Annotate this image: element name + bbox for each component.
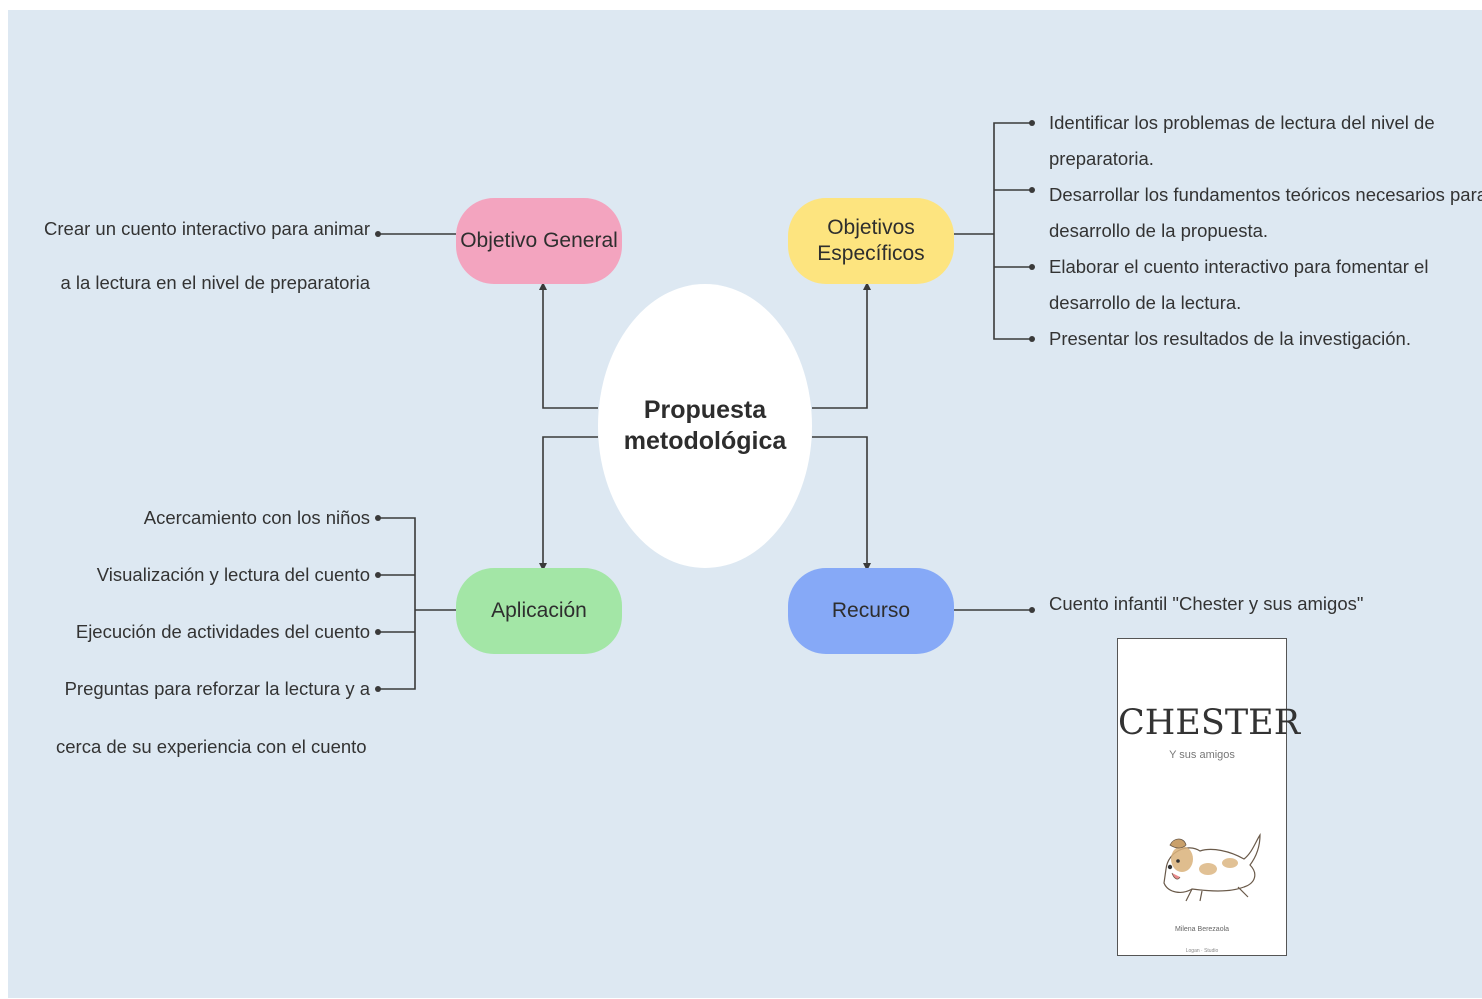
objetivo-general-text-line1: Crear un cuento interactivo para animar — [44, 218, 370, 239]
objetivo-especifico-1-line2: preparatoria. — [1049, 148, 1154, 169]
connector-center-objetivos-especificos — [812, 290, 868, 409]
objetivos-especificos-label-line1: Objetivos — [827, 215, 915, 239]
objetivo-especifico-2-line1: Desarrollar los fundamentos teóricos nec… — [1049, 184, 1482, 205]
mindmap-canvas: Propuesta metodológica Objetivo General … — [8, 10, 1482, 998]
book-cover-subtitle: Y sus amigos — [1169, 749, 1235, 761]
connector-lines — [375, 120, 1035, 692]
objetivos-especificos-label-line2: Específicos — [817, 242, 925, 265]
recurso-label: Recurso — [831, 598, 911, 622]
objetivo-especifico-3-line2: desarrollo de la lectura. — [1049, 292, 1242, 313]
center-node[interactable]: Propuesta metodológica — [598, 284, 812, 568]
aplicacion-node[interactable]: Aplicación — [456, 568, 622, 654]
dog-illustration — [1163, 833, 1261, 902]
book-cover-author: Milena Berezaola — [1174, 926, 1230, 933]
aplicacion-label: Aplicación — [491, 598, 587, 622]
center-label-line2: metodológica — [623, 427, 787, 455]
objetivo-especifico-3-line1: Elaborar el cuento interactivo para fome… — [1049, 256, 1429, 277]
center-label-line1: Propuesta — [643, 395, 767, 424]
aplicacion-item-4: Preguntas para reforzar la lectura y a — [64, 678, 370, 699]
objetivo-general-text-line2: a la lectura en el nivel de preparatoria — [60, 272, 370, 293]
recurso-node[interactable]: Recurso — [788, 568, 954, 654]
objetivo-general-node[interactable]: Objetivo General — [456, 198, 622, 284]
aplicacion-item-4-continuation: cerca de su experiencia con el cuento — [56, 736, 367, 757]
recurso-text: Cuento infantil "Chester y sus amigos" — [1049, 593, 1364, 614]
objetivo-general-label: Objetivo General — [460, 228, 618, 252]
objetivo-especifico-4-line1: Presentar los resultados de la investiga… — [1049, 328, 1411, 349]
connector-center-objetivo-general — [542, 290, 598, 409]
objetivos-especificos-node[interactable]: Objetivos Específicos — [788, 198, 954, 284]
aplicacion-item-2: Visualización y lectura del cuento — [96, 564, 370, 585]
bracket-aplicacion — [380, 517, 416, 690]
aplicacion-item-1: Acercamiento con los niños — [143, 507, 370, 528]
book-cover-title: CHESTER — [1118, 703, 1301, 743]
objetivo-especifico-1-line1: Identificar los problemas de lectura del… — [1049, 112, 1435, 133]
connector-center-recurso — [812, 436, 868, 565]
connector-center-aplicacion — [542, 436, 598, 565]
aplicacion-item-3: Ejecución de actividades del cuento — [75, 621, 370, 642]
book-cover-image: CHESTER Y sus amigos Milena Berezaola Lo… — [1117, 638, 1301, 956]
book-cover-publisher: Logan · Studio — [1185, 948, 1219, 954]
objetivo-especifico-2-line2: desarrollo de la propuesta. — [1049, 220, 1269, 241]
bracket-objetivos-especificos — [993, 122, 1030, 340]
